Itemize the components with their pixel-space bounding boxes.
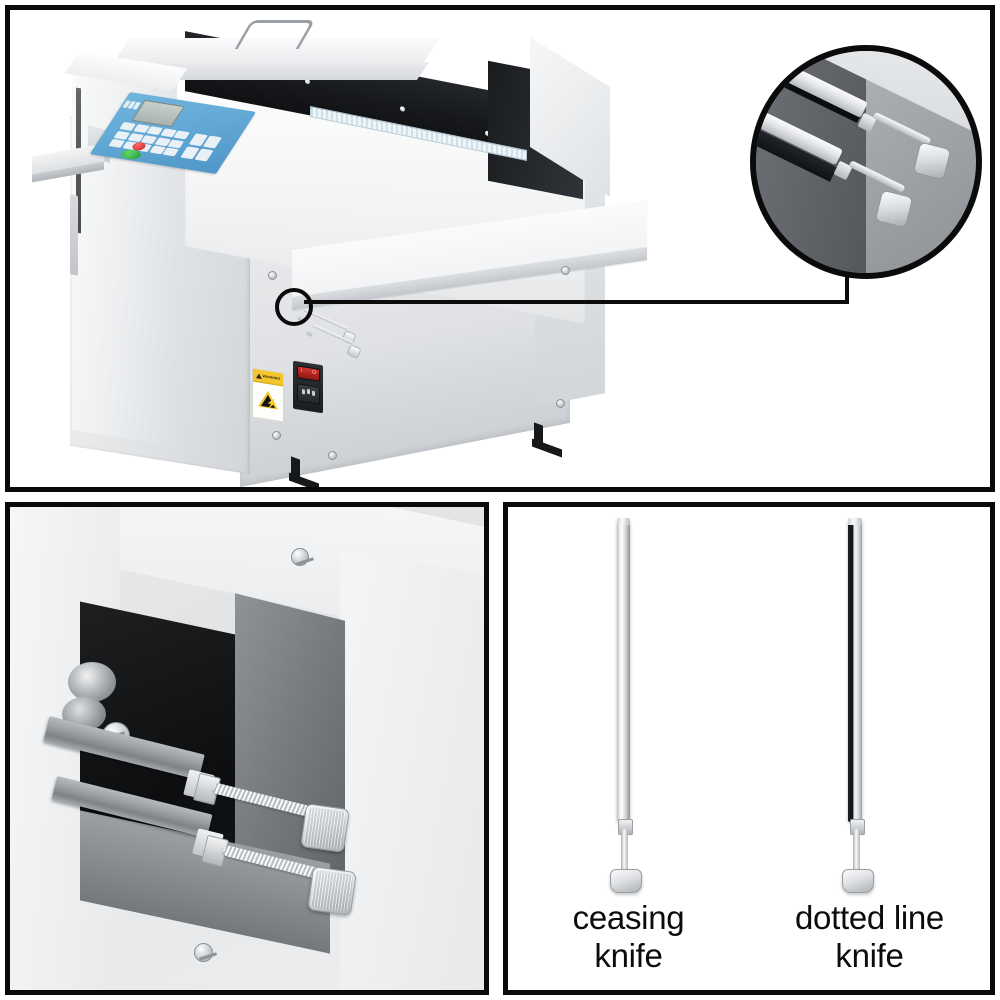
dotted-line-knife-blade xyxy=(848,520,862,822)
ceasing-knife-cap xyxy=(617,518,630,525)
panel-screw xyxy=(194,943,213,962)
body-screw xyxy=(328,451,337,460)
power-inlet[interactable] xyxy=(297,383,320,405)
machine-foot-base xyxy=(289,472,319,487)
ceasing-knife-blade xyxy=(617,520,630,822)
ceasing-knife-shaft xyxy=(621,829,628,873)
warning-banner: WARNING xyxy=(253,368,283,387)
knife-item-dotted-line: dotted line knife xyxy=(749,507,990,990)
dotted-line-knife-cap xyxy=(848,518,862,525)
warning-label: WARNING ⚡ xyxy=(252,367,284,423)
panel-machine-overview: WARNING ⚡ I O xyxy=(5,5,995,492)
ceasing-knife-thumbscrew xyxy=(610,869,642,893)
machine-foot-base xyxy=(532,438,562,458)
knife-scene: ceasing knife dotted line knife xyxy=(508,507,990,990)
warning-triangle-icon xyxy=(255,372,262,379)
housing-right-surface xyxy=(340,549,484,990)
warning-banner-text: WARNING xyxy=(262,374,281,381)
body-screw xyxy=(272,431,281,440)
body-screw xyxy=(556,399,565,408)
column-latch xyxy=(70,194,78,276)
callout-rod-shaft xyxy=(872,111,932,146)
callout-marker xyxy=(275,288,313,326)
feed-roller xyxy=(68,662,116,702)
inlet-pin xyxy=(312,390,315,397)
power-switch[interactable]: I O xyxy=(297,365,320,382)
closeup-scene xyxy=(10,507,484,990)
power-module[interactable]: I O xyxy=(293,360,323,414)
dotted-line-knife-label-line2: knife xyxy=(835,937,904,974)
ceasing-knife-label-line1: ceasing xyxy=(572,899,685,936)
dotted-line-knife-shaft xyxy=(853,829,860,873)
adjustment-thumbscrew-upper[interactable] xyxy=(300,803,350,853)
inlet-pin xyxy=(307,388,310,395)
dotted-line-knife-thumbscrew xyxy=(842,869,874,893)
panel-knife-accessories: ceasing knife dotted line knife xyxy=(503,502,995,995)
keypad-key[interactable] xyxy=(162,147,179,157)
fence-screw xyxy=(400,105,405,112)
numeric-keypad[interactable] xyxy=(108,121,190,157)
callout-thumbscrew xyxy=(912,141,952,181)
inlet-pin xyxy=(302,389,305,395)
body-screw xyxy=(561,266,570,275)
panel-screw xyxy=(291,548,309,566)
body-screw xyxy=(268,271,277,280)
keypad-key[interactable] xyxy=(167,138,185,148)
electric-shock-icon: ⚡ xyxy=(258,389,278,410)
callout-circle-thumbscrews xyxy=(750,45,982,279)
machine-illustration: WARNING ⚡ I O xyxy=(10,10,990,487)
power-switch-off-label: O xyxy=(312,369,316,377)
power-switch-on-label: I xyxy=(301,367,303,375)
panel-blade-holder-closeup xyxy=(5,502,489,995)
keypad-key[interactable] xyxy=(173,130,190,140)
callout-leader-line xyxy=(304,300,849,304)
knife-item-ceasing: ceasing knife xyxy=(508,507,749,990)
callout-thumbscrew xyxy=(874,189,914,229)
adjustment-thumbscrew-lower[interactable] xyxy=(307,866,357,916)
dotted-line-knife-label-line1: dotted line xyxy=(795,899,944,936)
ceasing-knife-label-line2: knife xyxy=(594,937,663,974)
